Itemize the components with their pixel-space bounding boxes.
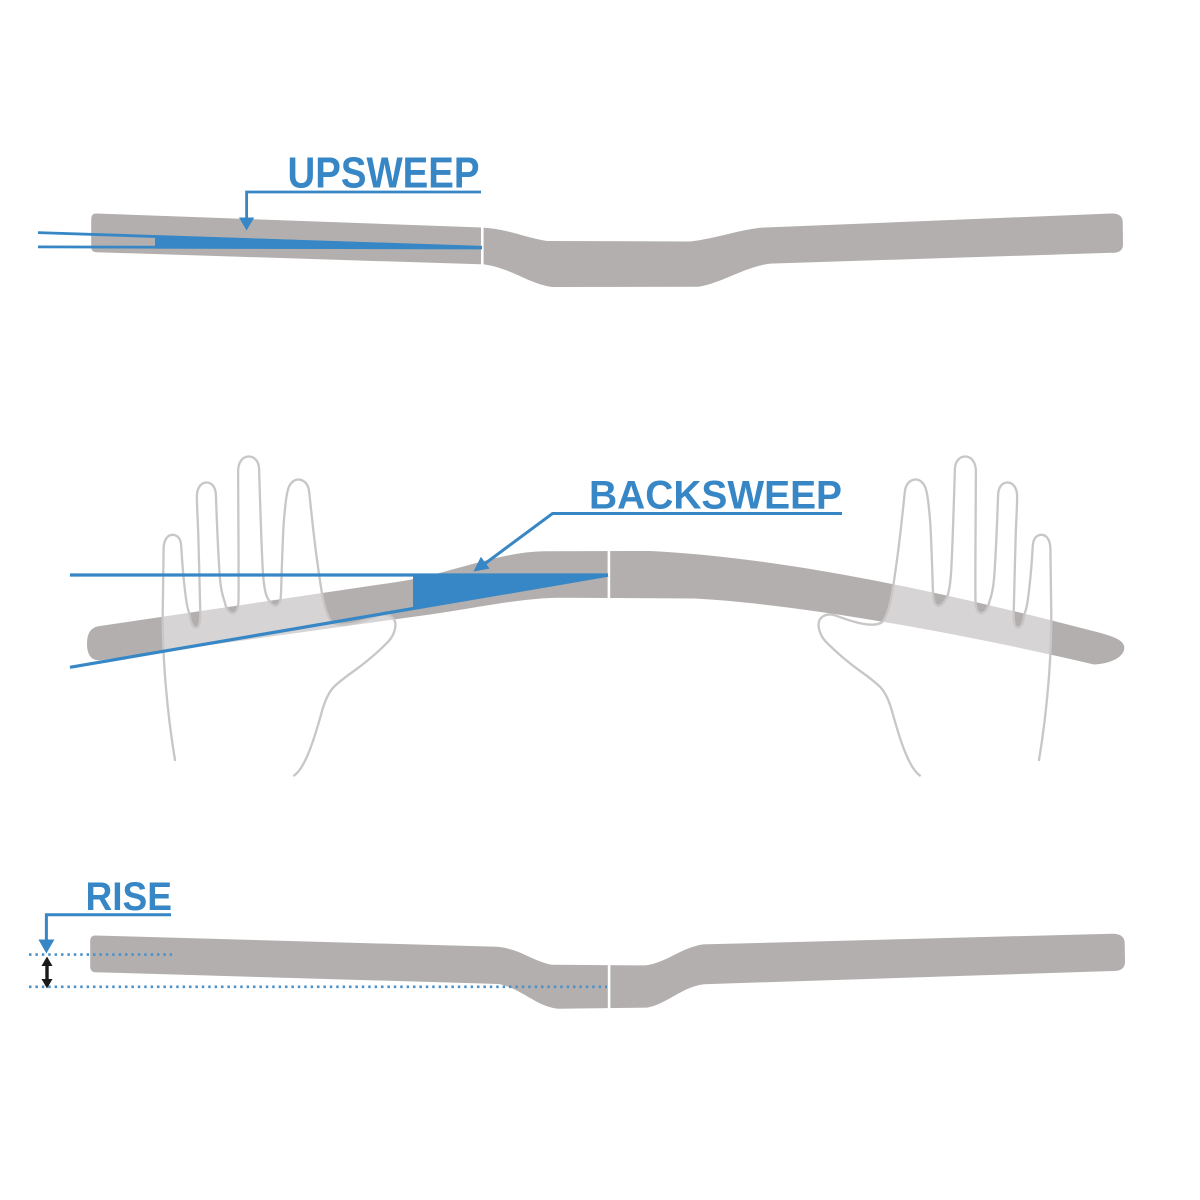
svg-text:RISE: RISE	[86, 875, 173, 919]
svg-text:BACKSWEEP: BACKSWEEP	[589, 474, 842, 518]
svg-text:UPSWEEP: UPSWEEP	[288, 150, 480, 198]
